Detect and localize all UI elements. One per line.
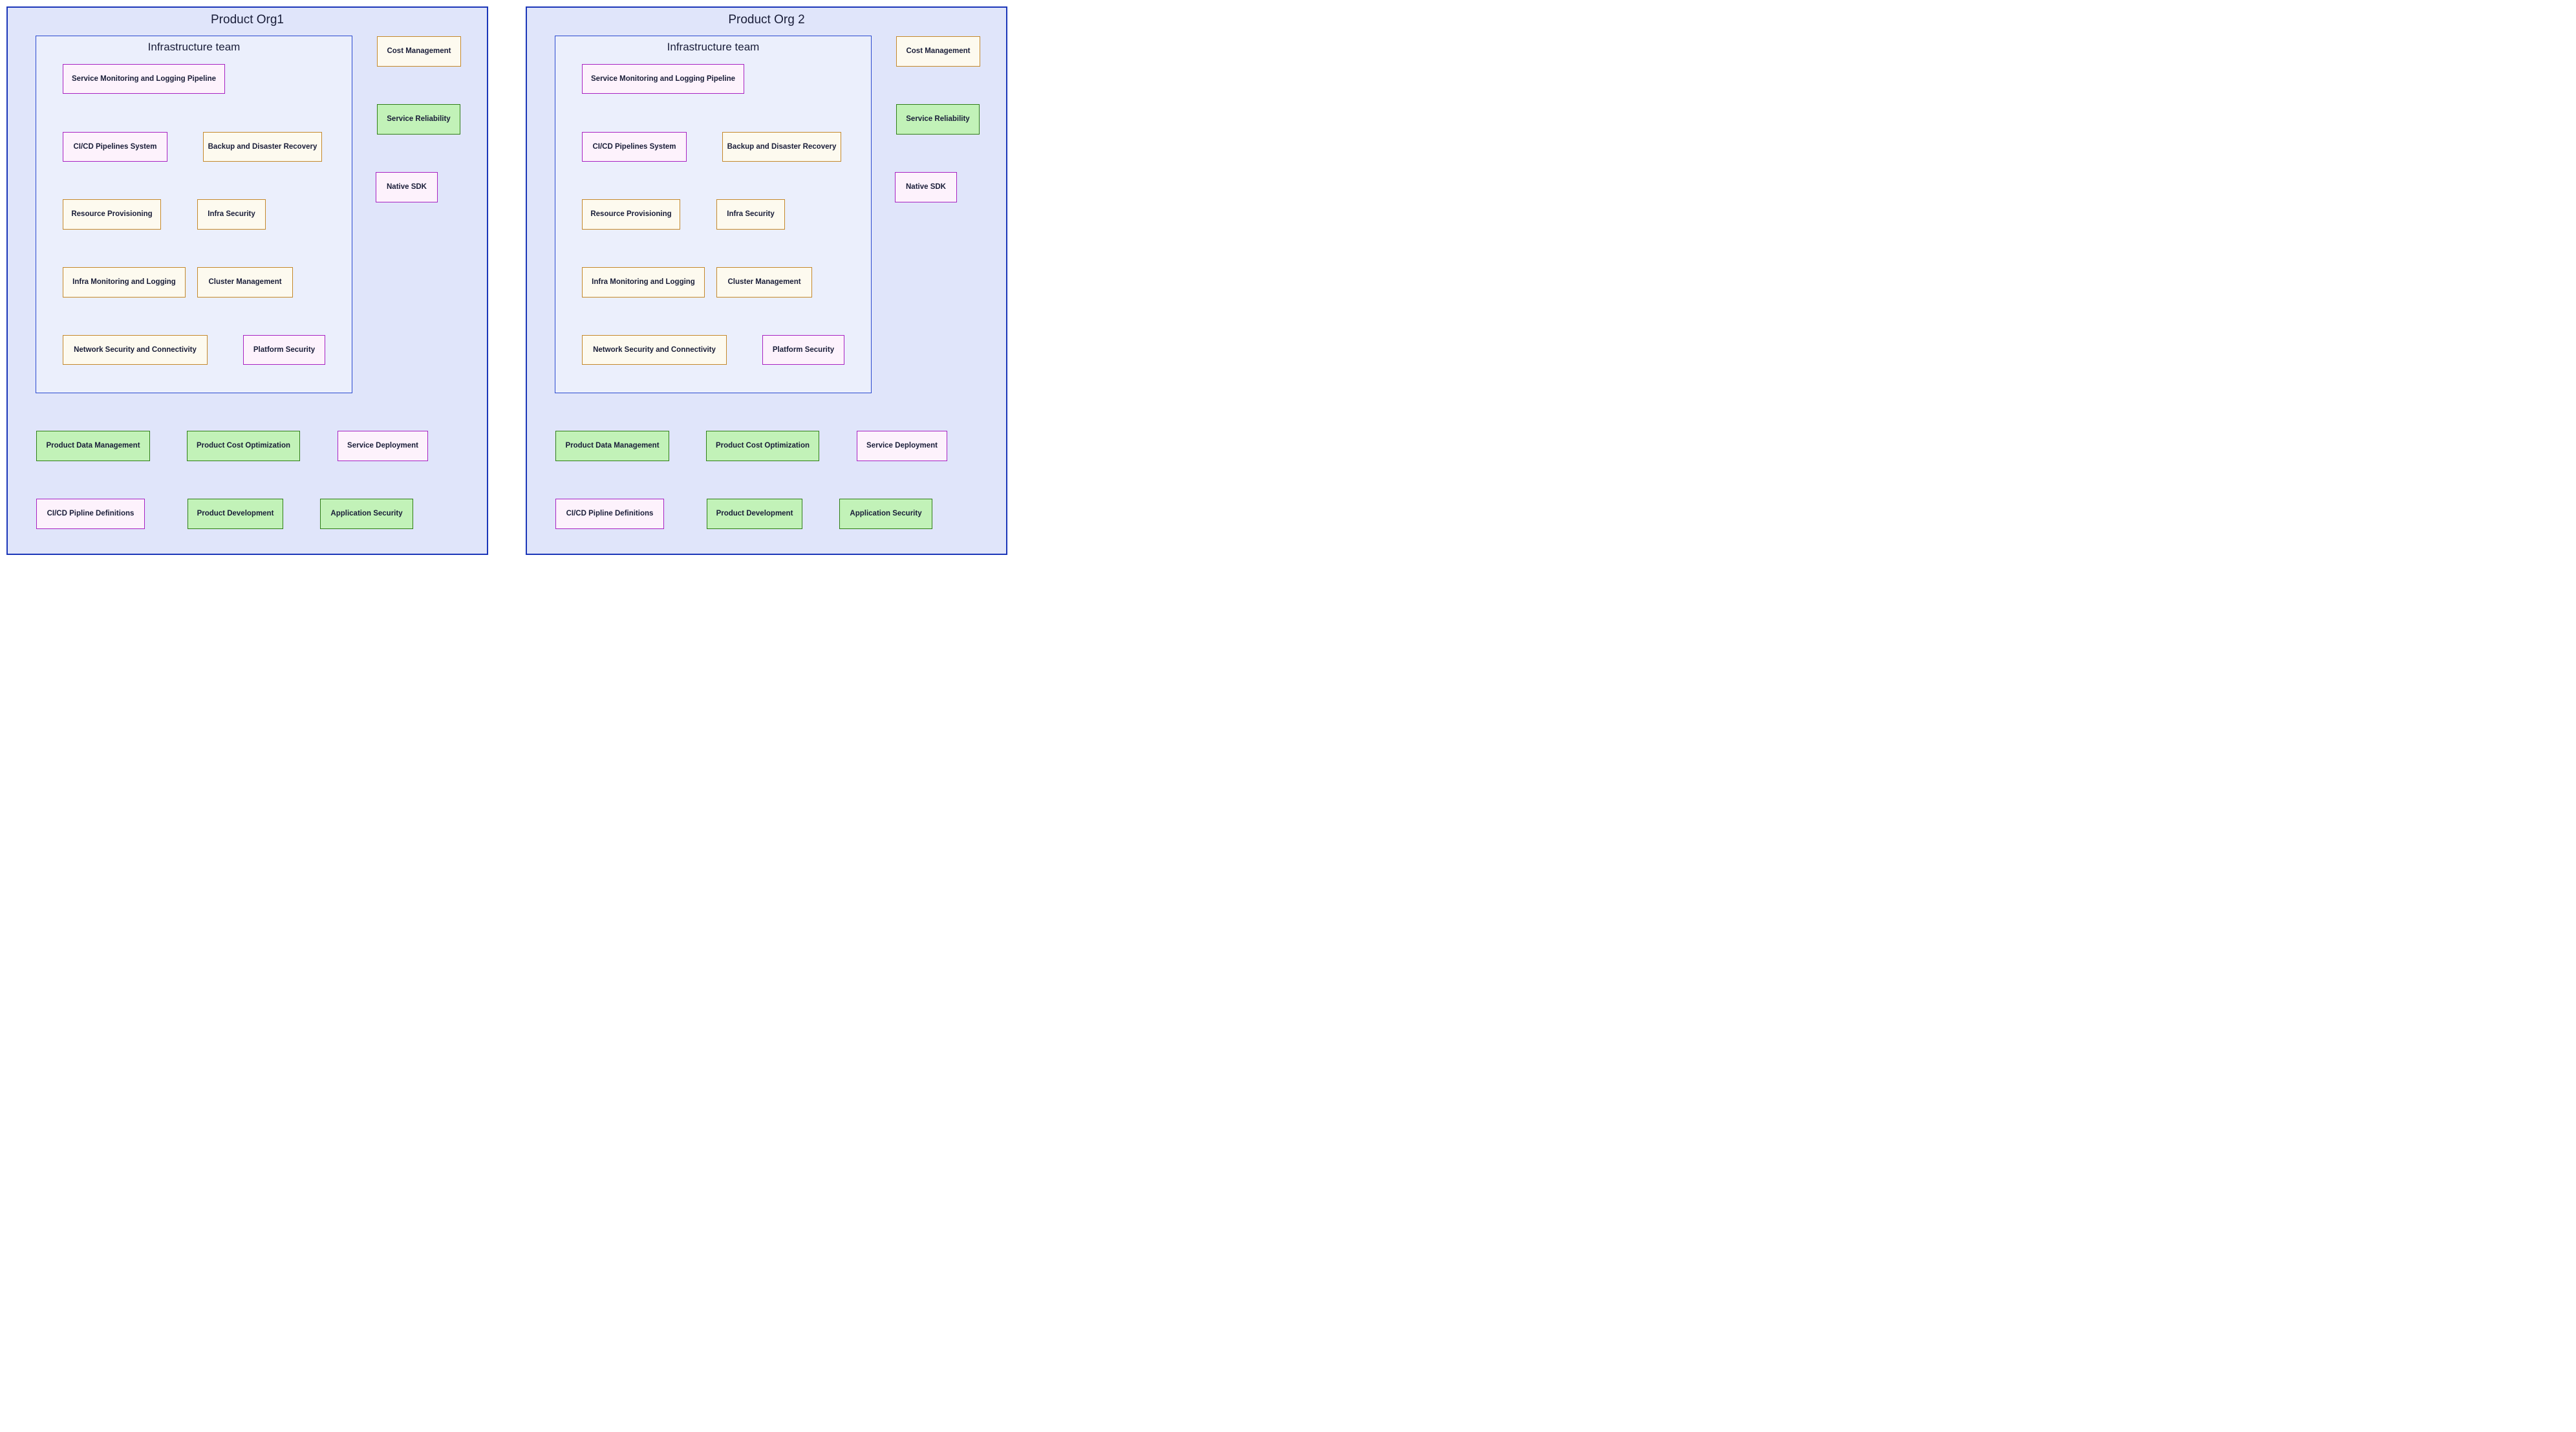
node-cicd-pipline-definitions: CI/CD Pipline Definitions — [36, 499, 145, 529]
org-title: Product Org1 — [211, 13, 284, 27]
node-cost-management: Cost Management — [896, 36, 980, 67]
node-application-security: Application Security — [839, 499, 932, 529]
node-product-development: Product Development — [707, 499, 802, 529]
node-product-development: Product Development — [188, 499, 283, 529]
infrastructure-team-group: Infrastructure team Service Monitoring a… — [555, 36, 872, 393]
node-infra-monitoring-and-logging: Infra Monitoring and Logging — [582, 267, 705, 298]
node-native-sdk: Native SDK — [895, 172, 957, 202]
node-resource-provisioning: Resource Provisioning — [582, 199, 680, 230]
group-title: Infrastructure team — [147, 41, 241, 53]
node-service-deployment: Service Deployment — [338, 431, 428, 461]
node-cluster-management: Cluster Management — [197, 267, 293, 298]
node-native-sdk: Native SDK — [376, 172, 438, 202]
product-org2-panel: Product Org 2 Infrastructure team Servic… — [526, 6, 1007, 555]
node-service-reliability: Service Reliability — [377, 104, 460, 135]
node-service-monitoring-and-logging-pipeline: Service Monitoring and Logging Pipeline — [63, 64, 225, 94]
node-backup-and-disaster-recovery: Backup and Disaster Recovery — [722, 132, 841, 162]
node-cost-management: Cost Management — [377, 36, 461, 67]
infrastructure-team-group: Infrastructure team Service Monitoring a… — [36, 36, 352, 393]
org-title: Product Org 2 — [728, 13, 805, 27]
node-product-cost-optimization: Product Cost Optimization — [187, 431, 300, 461]
group-title: Infrastructure team — [667, 41, 760, 53]
node-cicd-pipelines-system: CI/CD Pipelines System — [63, 132, 167, 162]
node-infra-security: Infra Security — [197, 199, 266, 230]
node-infra-monitoring-and-logging: Infra Monitoring and Logging — [63, 267, 186, 298]
node-cluster-management: Cluster Management — [716, 267, 812, 298]
node-platform-security: Platform Security — [243, 335, 325, 365]
product-org1-panel: Product Org1 Infrastructure team Service… — [6, 6, 488, 555]
node-infra-security: Infra Security — [716, 199, 785, 230]
node-application-security: Application Security — [320, 499, 413, 529]
node-service-monitoring-and-logging-pipeline: Service Monitoring and Logging Pipeline — [582, 64, 744, 94]
node-cicd-pipelines-system: CI/CD Pipelines System — [582, 132, 687, 162]
node-backup-and-disaster-recovery: Backup and Disaster Recovery — [203, 132, 322, 162]
node-resource-provisioning: Resource Provisioning — [63, 199, 161, 230]
node-service-reliability: Service Reliability — [896, 104, 980, 135]
node-product-data-management: Product Data Management — [36, 431, 150, 461]
node-cicd-pipline-definitions: CI/CD Pipline Definitions — [555, 499, 664, 529]
node-network-security-and-connectivity: Network Security and Connectivity — [63, 335, 208, 365]
node-product-data-management: Product Data Management — [555, 431, 669, 461]
node-platform-security: Platform Security — [762, 335, 844, 365]
node-product-cost-optimization: Product Cost Optimization — [706, 431, 819, 461]
node-service-deployment: Service Deployment — [857, 431, 947, 461]
node-network-security-and-connectivity: Network Security and Connectivity — [582, 335, 727, 365]
